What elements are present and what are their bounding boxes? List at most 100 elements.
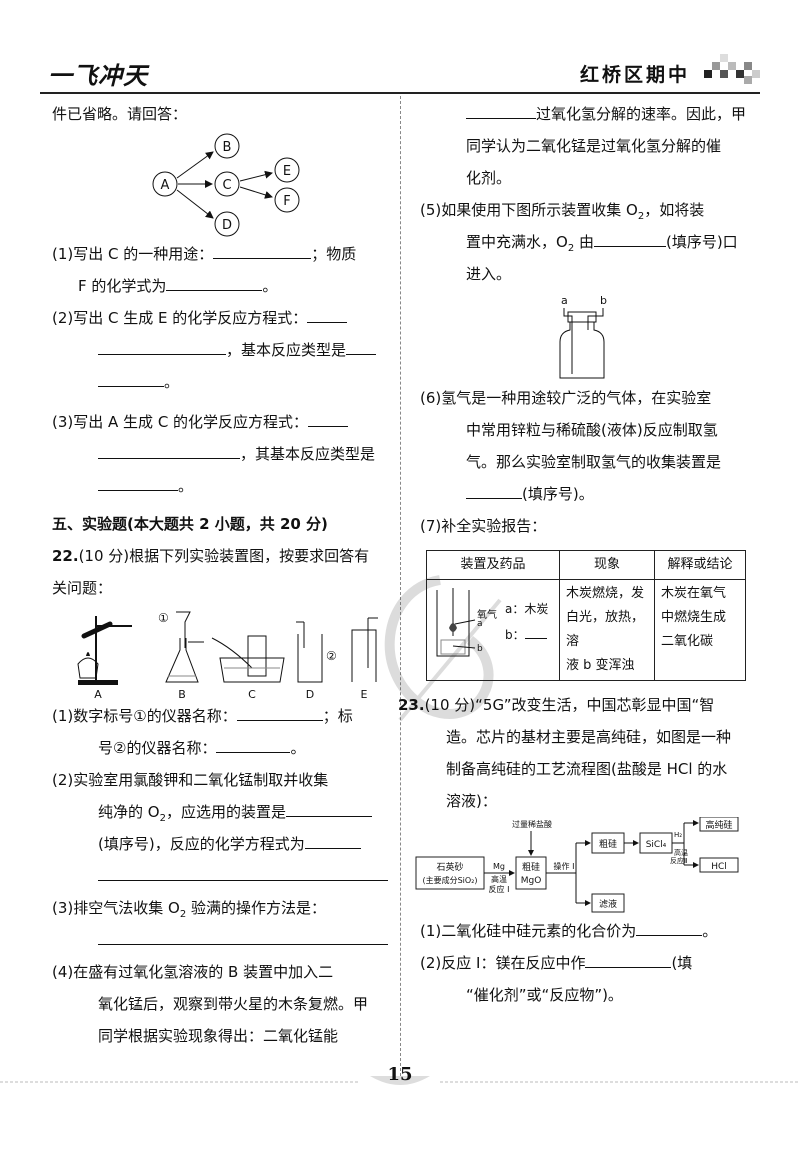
svg-text:②: ② bbox=[326, 649, 337, 663]
svg-text:(主要成分SiO₂): (主要成分SiO₂) bbox=[422, 875, 477, 885]
apparatus-d: ② D bbox=[296, 621, 337, 700]
answer-blank[interactable] bbox=[308, 406, 349, 427]
svg-text:HCl: HCl bbox=[711, 862, 727, 872]
answer-blank[interactable] bbox=[213, 238, 312, 259]
svg-text:反应Ⅱ: 反应Ⅱ bbox=[670, 856, 687, 865]
exam-title: 红桥区期中 bbox=[579, 64, 690, 86]
checker-decoration-icon bbox=[704, 54, 760, 84]
q21-3-line1: (3)写出 A 生成 C 的化学反应方程式： bbox=[52, 406, 390, 438]
table-header: 装置及药品 bbox=[426, 550, 560, 580]
q22-6-line3: 气。那么实验室制取氢气的收集装置是 bbox=[466, 453, 722, 471]
node-b-label: B bbox=[223, 140, 232, 155]
answer-blank[interactable] bbox=[166, 270, 263, 291]
apparatus-cell: 氧气 a b a：木炭 b： bbox=[426, 579, 560, 681]
answer-blank[interactable] bbox=[98, 924, 388, 945]
answer-blank[interactable] bbox=[304, 828, 361, 849]
left-column: 件已省略。请回答： A B C D E F bbox=[52, 98, 390, 1052]
answer-blank[interactable] bbox=[593, 226, 666, 247]
q22-2-line3: (填序号)，反应的化学方程式为 bbox=[52, 828, 390, 860]
q22-1-line2: 号②的仪器名称：。 bbox=[52, 732, 390, 764]
answer-blank[interactable] bbox=[98, 366, 164, 387]
gas-bottle-figure: a b bbox=[559, 294, 607, 379]
table-header: 解释或结论 bbox=[654, 550, 746, 580]
answer-blank[interactable] bbox=[307, 302, 348, 323]
node-d-label: D bbox=[222, 218, 232, 233]
arrow-c-e bbox=[239, 170, 273, 182]
answer-blank[interactable] bbox=[466, 98, 536, 119]
q22-6-line2: 中常用锌粒与稀硫酸(液体)反应制取氢 bbox=[466, 421, 718, 439]
node-a-label: A bbox=[161, 178, 170, 193]
q21-2-line2: ，基本反应类型是 bbox=[52, 334, 390, 366]
q22-5-line3: 进入。 bbox=[466, 265, 512, 283]
answer-blank[interactable] bbox=[524, 624, 547, 639]
answer-blank[interactable] bbox=[346, 334, 377, 355]
svg-text:操作 I: 操作 I bbox=[554, 861, 575, 871]
table-row: 氧气 a b a：木炭 b： 木炭燃烧，发 白光，放热，溶 液 b 变浑浊 bbox=[426, 579, 746, 681]
answer-blank[interactable] bbox=[98, 860, 388, 881]
answer-blank[interactable] bbox=[636, 915, 703, 936]
reagent-b: b： bbox=[505, 622, 548, 648]
q23-2-line1: (2)反应 Ⅰ：镁在反应中作(填 bbox=[420, 947, 758, 979]
hcl-box bbox=[699, 857, 739, 873]
apparatus-figure: A ① B C bbox=[77, 611, 378, 700]
q22-6-line4: (填序号)。 bbox=[420, 478, 758, 510]
svg-text:反应 I: 反应 I bbox=[489, 884, 510, 894]
answer-blank[interactable] bbox=[285, 796, 372, 817]
q23-line3: 制备高纯硅的工艺流程图(盐酸是 HCl 的水 bbox=[446, 760, 728, 778]
answer-blank[interactable] bbox=[466, 478, 522, 499]
answer-blank[interactable] bbox=[98, 438, 240, 459]
node-c bbox=[214, 171, 240, 197]
conclusion-cell: 木炭在氧气 中燃烧生成 二氧化碳 bbox=[654, 579, 746, 681]
table-header-row: 装置及药品 现象 解释或结论 bbox=[426, 550, 746, 580]
q23-1-line: (1)二氧化硅中硅元素的化合价为。 bbox=[420, 915, 758, 947]
q22-5-line2: 置中充满水，O2 由(填序号)口 bbox=[420, 226, 758, 258]
q22-7-line: (7)补全实验报告： bbox=[420, 517, 547, 535]
node-f-label: F bbox=[283, 194, 290, 209]
header-rule bbox=[40, 92, 760, 94]
svg-text:高纯硅: 高纯硅 bbox=[705, 819, 732, 831]
svg-text:粗硅: 粗硅 bbox=[522, 861, 540, 873]
q22-4-cont-line2: 同学认为二氧化锰是过氧化氢分解的催 bbox=[466, 137, 722, 155]
q23-line2: 造。芯片的基材主要是高纯硅，如图是一种 bbox=[446, 728, 732, 746]
q21-2-line1: (2)写出 C 生成 E 的化学反应方程式： bbox=[52, 302, 390, 334]
svg-text:过量稀盐酸: 过量稀盐酸 bbox=[512, 819, 552, 829]
node-b bbox=[214, 133, 240, 159]
answer-blank[interactable] bbox=[98, 470, 178, 491]
section-5-heading: 五、实验题(本大题共 2 小题，共 20 分) bbox=[52, 515, 328, 533]
node-e bbox=[274, 157, 300, 183]
svg-text:C: C bbox=[248, 688, 256, 700]
q22-6-line1: (6)氢气是一种用途较广泛的气体，在实验室 bbox=[420, 389, 712, 407]
answer-blank[interactable] bbox=[98, 334, 226, 355]
svg-text:B: B bbox=[178, 688, 186, 700]
svg-text:D: D bbox=[306, 688, 314, 700]
arrow-c-f bbox=[239, 186, 273, 199]
svg-text:E: E bbox=[361, 688, 368, 700]
answer-blank[interactable] bbox=[585, 947, 672, 968]
svg-text:石英砂: 石英砂 bbox=[436, 861, 463, 873]
answer-blank[interactable] bbox=[216, 732, 291, 753]
column-divider bbox=[400, 96, 401, 1076]
svg-text:A: A bbox=[94, 688, 102, 700]
q22-4-line2: 氧化锰后，观察到带火星的木条复燃。甲 bbox=[98, 995, 369, 1013]
table-header: 现象 bbox=[559, 550, 655, 580]
footer-decoration bbox=[0, 1076, 800, 1085]
svg-text:b: b bbox=[477, 644, 483, 654]
q22-3-line1: (3)排空气法收集 O2 验满的操作方法是： bbox=[52, 899, 326, 920]
svg-text:粗硅: 粗硅 bbox=[599, 838, 617, 850]
node-c-label: C bbox=[222, 178, 231, 193]
q21-3-line2: ，其基本反应类型是 bbox=[52, 438, 390, 470]
node-e-label: E bbox=[283, 164, 291, 179]
apparatus-e: E bbox=[351, 617, 378, 700]
q22-2-line4 bbox=[52, 860, 390, 892]
q23-2-line2: “催化剂”或“反应物”)。 bbox=[466, 986, 623, 1004]
page-number: 15 bbox=[387, 1064, 413, 1085]
answer-blank[interactable] bbox=[236, 700, 323, 721]
arrow-a-b bbox=[176, 151, 214, 179]
svg-text:b: b bbox=[600, 294, 607, 307]
combustion-bottle-icon: 氧气 a b bbox=[436, 588, 497, 657]
arrow-a-d bbox=[176, 189, 214, 219]
svg-text:高温: 高温 bbox=[491, 874, 507, 884]
svg-text:高温: 高温 bbox=[674, 848, 688, 857]
filtrate-box bbox=[591, 893, 625, 913]
